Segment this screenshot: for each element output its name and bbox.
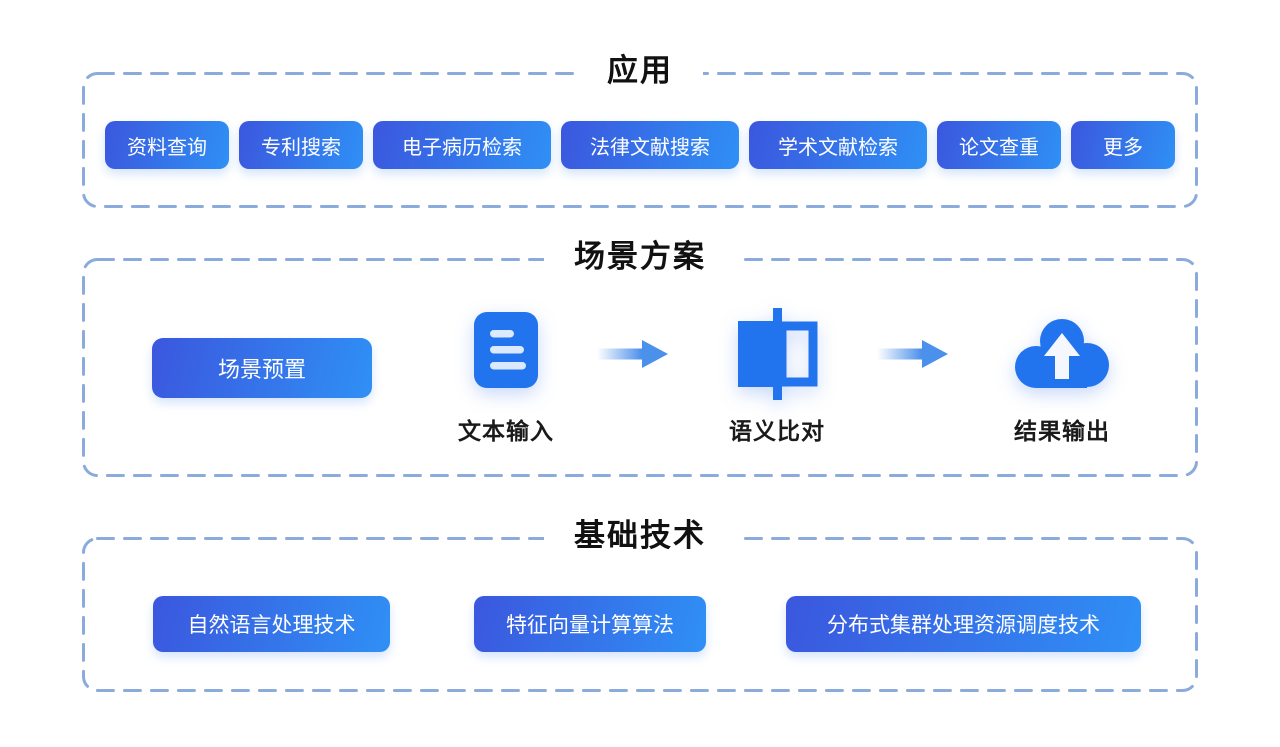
app-button-plagiarism-check[interactable]: 论文查重 <box>937 121 1061 169</box>
app-button-patent-search[interactable]: 专利搜索 <box>239 121 363 169</box>
app-button-more[interactable]: 更多 <box>1071 121 1175 169</box>
step-label-text-input: 文本输入 <box>458 418 554 444</box>
flow-arrow-icon <box>597 340 668 368</box>
scene-preset-button[interactable]: 场景预置 <box>152 338 372 398</box>
document-icon <box>474 312 538 388</box>
section-scenario: 场景方案 场景预置 文本输入 语义比对 <box>82 238 1198 477</box>
compare-icon <box>738 308 818 400</box>
flow-arrow-icon <box>877 340 948 368</box>
section-applications: 应用 资料查询 专利搜索 电子病历检索 法律文献搜索 学术文献检索 论文查重 更… <box>82 52 1198 208</box>
section-title-scenario: 场景方案 <box>544 238 736 276</box>
step-label-semantic-compare: 语义比对 <box>729 418 825 444</box>
section-foundation: 基础技术 自然语言处理技术 特征向量计算算法 分布式集群处理资源调度技术 <box>82 517 1198 692</box>
tech-button-distributed-scheduling[interactable]: 分布式集群处理资源调度技术 <box>786 596 1141 652</box>
cloud-upload-icon <box>1015 319 1109 388</box>
app-button-emr-retrieval[interactable]: 电子病历检索 <box>373 121 551 169</box>
tech-button-nlp[interactable]: 自然语言处理技术 <box>153 596 390 652</box>
app-button-data-lookup[interactable]: 资料查询 <box>105 121 229 169</box>
step-label-result-output: 结果输出 <box>1014 418 1110 444</box>
app-button-academic-doc-retrieval[interactable]: 学术文献检索 <box>749 121 927 169</box>
applications-button-row: 资料查询 专利搜索 电子病历检索 法律文献搜索 学术文献检索 论文查重 更多 <box>82 72 1198 208</box>
section-title-applications: 应用 <box>577 52 703 90</box>
step-semantic-compare: 语义比对 <box>697 308 857 446</box>
tech-button-feature-vector[interactable]: 特征向量计算算法 <box>474 596 706 652</box>
section-title-foundation: 基础技术 <box>544 517 736 555</box>
step-result-output: 结果输出 <box>982 314 1142 446</box>
app-button-legal-doc-search[interactable]: 法律文献搜索 <box>561 121 739 169</box>
step-text-input: 文本输入 <box>426 312 586 446</box>
